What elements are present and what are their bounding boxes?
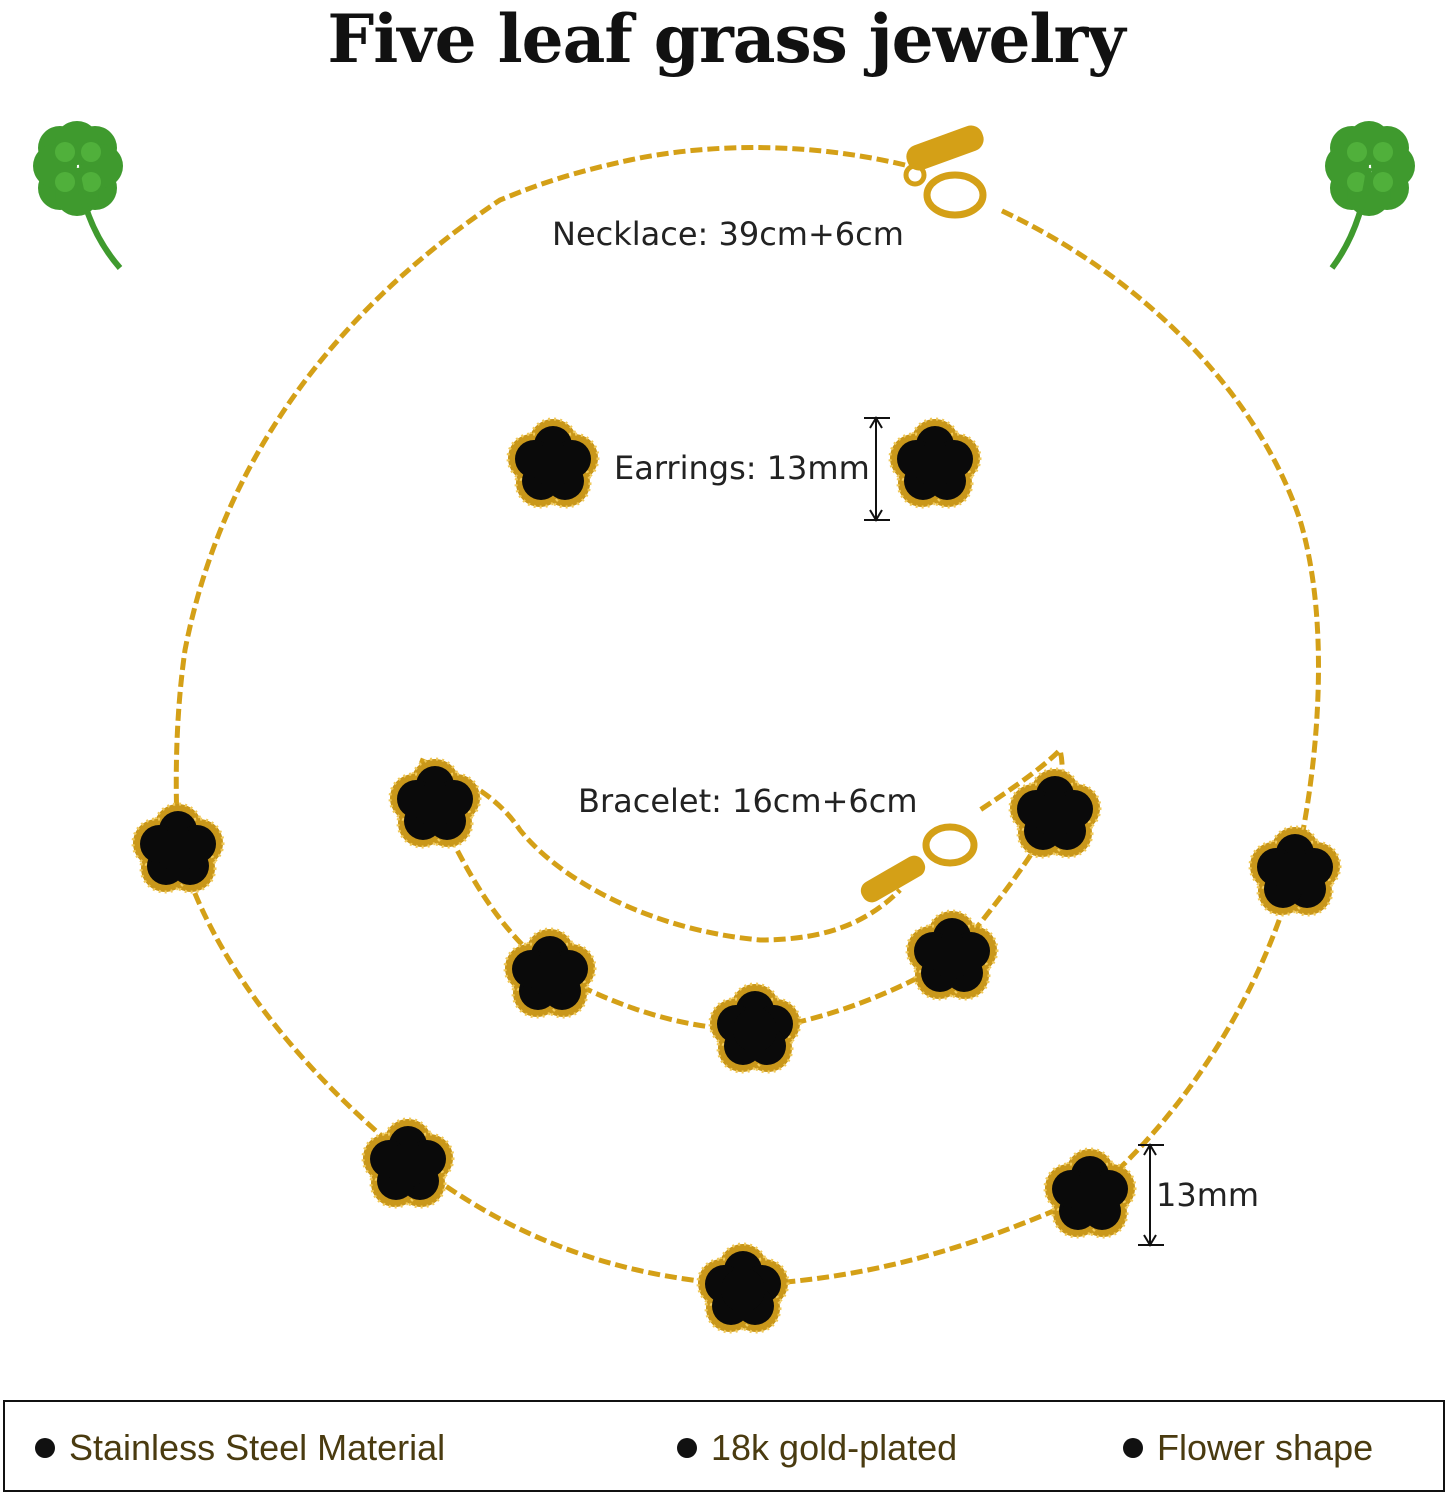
necklace-pendant [1043, 1147, 1137, 1239]
bullet-dot-icon [35, 1438, 55, 1458]
necklace-pendant [1248, 825, 1342, 917]
bracelet-charm [708, 982, 802, 1074]
earring-left [506, 417, 600, 509]
page-title: Five leaf grass jewelry [327, 0, 1125, 78]
four-leaf-clover-icon [33, 121, 123, 270]
bracelet-clasp [860, 823, 978, 903]
feature-item: Flower shape [1123, 1426, 1373, 1470]
bracelet-charm [1008, 767, 1102, 859]
bracelet-size-label: Bracelet: 16cm+6cm [574, 781, 922, 821]
earring-size-marker [864, 416, 890, 522]
pendant-size-label: 13mm [1156, 1176, 1260, 1214]
necklace-pendant [361, 1117, 455, 1209]
earring-right [888, 417, 982, 509]
pendant-size-marker [1138, 1143, 1164, 1247]
bracelet-charm [905, 909, 999, 1001]
necklace-pendant [696, 1242, 790, 1334]
bullet-dot-icon [677, 1438, 697, 1458]
four-leaf-clover-icon [1325, 121, 1415, 270]
feature-item: Stainless Steel Material [35, 1426, 445, 1470]
necklace-size-label: Necklace: 39cm+6cm [548, 214, 908, 254]
bracelet-charm [388, 757, 482, 849]
feature-item: 18k gold-plated [677, 1426, 957, 1470]
bullet-dot-icon [1123, 1438, 1143, 1458]
feature-label: Flower shape [1157, 1427, 1374, 1468]
feature-label: Stainless Steel Material [69, 1427, 446, 1468]
necklace-pendant [131, 802, 225, 894]
feature-label: 18k gold-plated [711, 1427, 958, 1468]
earrings-size-label: Earrings: 13mm [610, 448, 874, 488]
features-bar: Stainless Steel Material 18k gold-plated… [3, 1400, 1445, 1492]
necklace-chain [173, 145, 1321, 1288]
necklace-clasp [903, 125, 987, 219]
